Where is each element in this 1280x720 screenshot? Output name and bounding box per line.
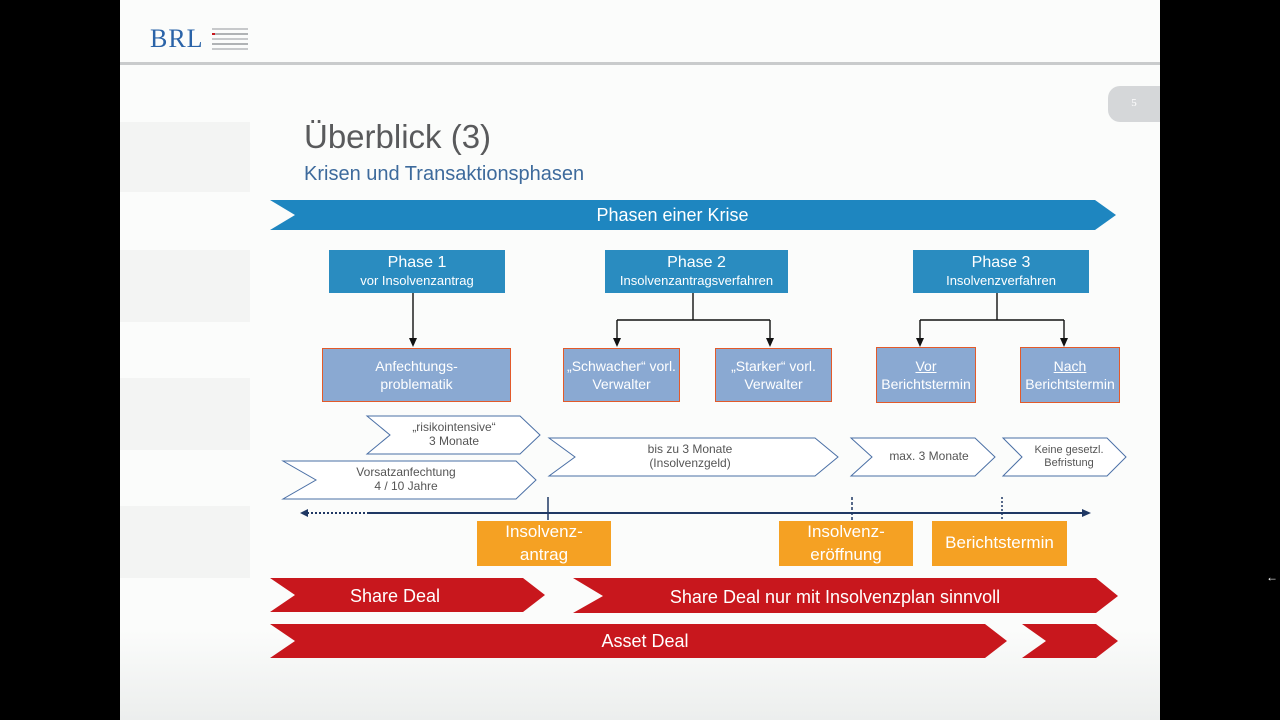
page-subtitle: Krisen und Transaktionsphasen <box>304 163 585 185</box>
vor-line1: Vor <box>915 357 937 374</box>
logo-lines-icon <box>212 28 248 50</box>
phase-2-subtitle: Insolvenzantragsverfahren <box>619 273 774 288</box>
schwacher-verwalter-box: „Schwacher“ vorl. Verwalter <box>563 348 680 402</box>
insolvenzeroeffnung-milestone: Insolvenz- eröffnung <box>779 521 913 566</box>
brl-logo: BRL <box>150 24 204 53</box>
nach-berichtstermin-box: Nach Berichtstermin <box>1020 347 1120 403</box>
chevron-max3 <box>849 437 996 477</box>
deal-chevrons <box>270 578 1118 658</box>
berichtstermin-milestone: Berichtstermin <box>932 521 1067 566</box>
antrag-line2: antrag <box>519 544 569 564</box>
asset-deal-label: Asset Deal <box>601 630 689 651</box>
vor-berichtstermin-box: Vor Berichtstermin <box>876 347 976 403</box>
header-rule <box>120 62 1160 65</box>
share-deal-plan-label: Share Deal nur mit Insolvenzplan sinnvol… <box>669 586 1001 607</box>
insolvenzantrag-milestone: Insolvenz- antrag <box>477 521 611 566</box>
keine-line2: Befristung <box>1044 457 1094 469</box>
max3-label: max. 3 Monate <box>872 440 986 474</box>
vorsatz-label: Vorsatzanfechtung 4 / 10 Jahre <box>316 463 496 497</box>
starker-line2: Verwalter <box>744 376 803 392</box>
left-arrow-icon: ← <box>1266 570 1278 584</box>
phase-2-title: Phase 2 <box>667 254 726 271</box>
page-number: 5 <box>1108 86 1160 122</box>
phase-3-box: Phase 3 Insolvenzverfahren <box>913 250 1089 293</box>
phase-2-box: Phase 2 Insolvenzantragsverfahren <box>605 250 788 293</box>
period-chevrons <box>281 415 1127 500</box>
chevron-risiko <box>365 415 541 455</box>
eroeffnung-line2: eröffnung <box>810 544 882 564</box>
connector-lines <box>412 293 1065 340</box>
phase-1-box: Phase 1 vor Insolvenzantrag <box>329 250 505 293</box>
risiko-label: „risikointensive“ 3 Monate <box>390 418 518 452</box>
starker-line1: „Starker“ vorl. <box>731 357 816 374</box>
phase-3-subtitle: Insolvenzverfahren <box>946 273 1056 288</box>
timeline <box>300 497 1091 520</box>
share-deal-label: Share Deal <box>349 585 441 606</box>
crisis-banner-arrow <box>270 200 1116 230</box>
eroeffnung-line1: Insolvenz- <box>807 522 885 542</box>
bis3-line2: (Insolvenzgeld) <box>649 456 731 470</box>
anfechtung-line2: problematik <box>380 376 453 392</box>
anfechtung-line1: Anfechtungs- <box>375 357 458 374</box>
phase-3-title: Phase 3 <box>971 254 1031 271</box>
phase-1-subtitle: vor Insolvenzantrag <box>360 273 474 288</box>
nach-line1: Nach <box>1053 357 1087 374</box>
vor-line2: Berichtstermin <box>881 376 971 392</box>
chevron-keine <box>1001 437 1127 477</box>
vorsatz-line1: Vorsatzanfechtung <box>356 465 456 480</box>
chevron-bis3 <box>547 437 839 477</box>
antrag-line1: Insolvenz- <box>505 522 583 542</box>
phase-1-title: Phase 1 <box>387 254 447 271</box>
risiko-line1: „risikointensive“ <box>412 420 496 435</box>
bericht-line1: Berichtstermin <box>945 533 1054 553</box>
starker-verwalter-box: „Starker“ vorl. Verwalter <box>715 348 832 402</box>
page-title: Überblick (3) <box>304 118 492 155</box>
schwacher-line1: „Schwacher“ vorl. <box>567 357 676 374</box>
bis3-label: bis zu 3 Monate (Insolvenzgeld) <box>575 440 805 474</box>
max3-line1: max. 3 Monate <box>889 449 969 464</box>
vorsatz-line2: 4 / 10 Jahre <box>374 479 438 493</box>
connector-arrowheads <box>409 338 1068 347</box>
chevron-vorsatz <box>281 460 537 500</box>
bis3-line1: bis zu 3 Monate <box>647 442 733 457</box>
schwacher-line2: Verwalter <box>592 376 651 392</box>
asset-deal-tail-arrow <box>1022 624 1118 658</box>
share-deal-arrow <box>270 578 545 612</box>
anfechtung-box: Anfechtungs- problematik <box>322 348 511 402</box>
nach-line2: Berichtstermin <box>1025 376 1115 392</box>
keine-line1: Keine gesetzl. <box>1034 444 1104 457</box>
risiko-line2: 3 Monate <box>428 434 480 448</box>
share-deal-plan-arrow <box>573 578 1118 613</box>
keine-label: Keine gesetzl. Befristung <box>1022 440 1116 474</box>
asset-deal-arrow <box>270 624 1007 658</box>
crisis-banner-label: Phasen einer Krise <box>596 204 749 225</box>
